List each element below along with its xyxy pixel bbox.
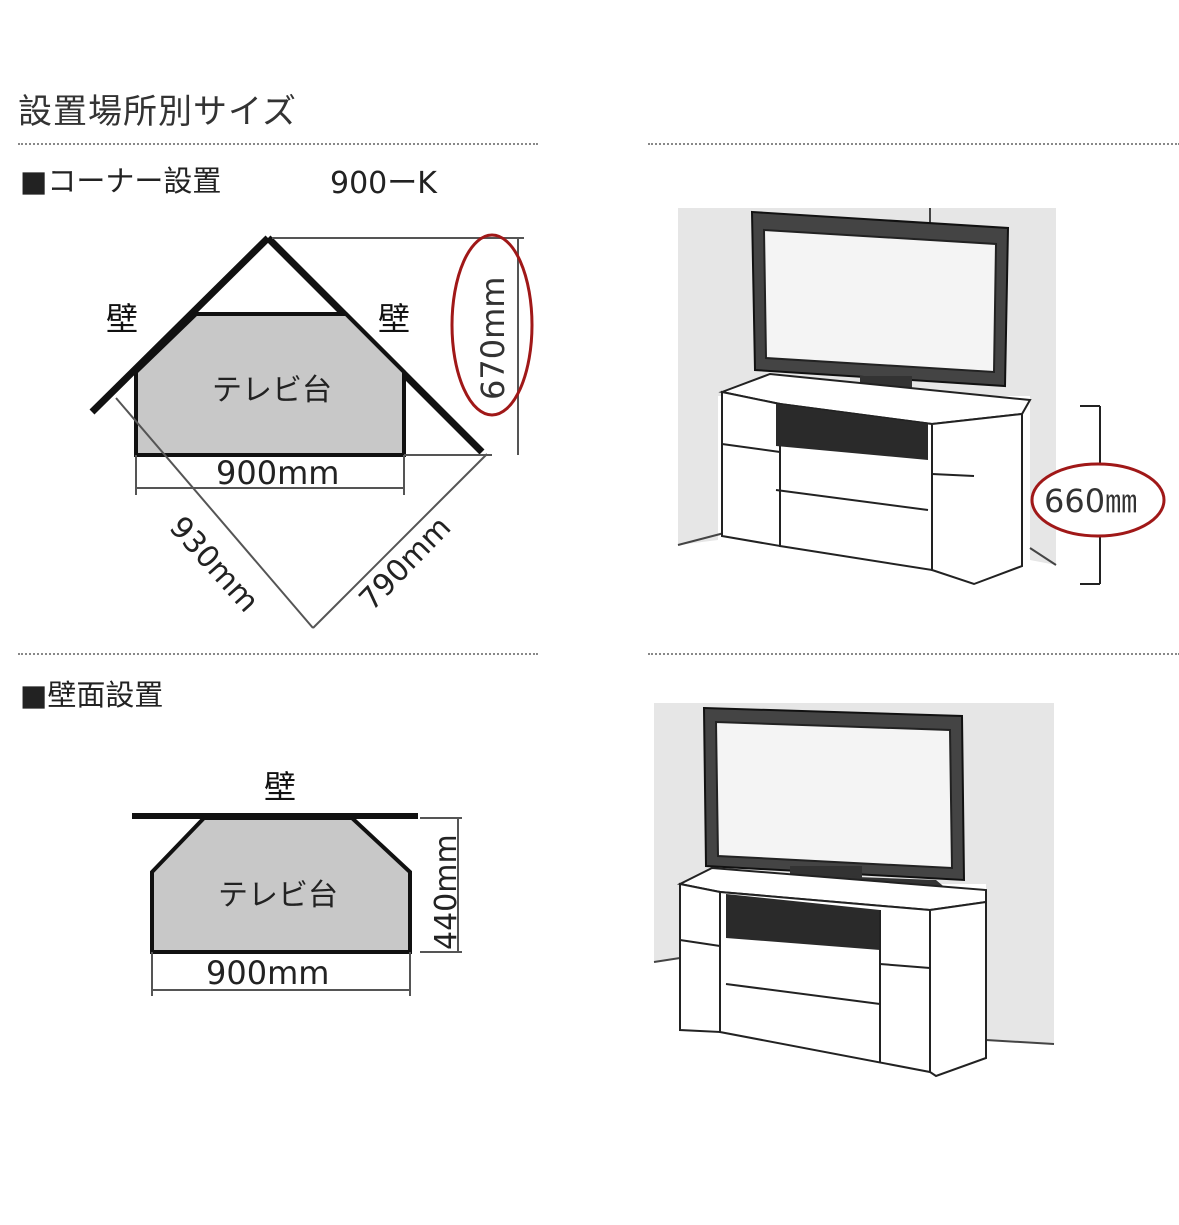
corner-wall-left-label: 壁 [106, 300, 138, 338]
corner-width-label: 900mm [216, 454, 339, 492]
wall-width-label: 900mm [206, 954, 329, 992]
corner-diag-left-line [115, 397, 314, 629]
corner-diag-right-label: 790mm [353, 510, 459, 618]
wall-tv-illustration [653, 703, 1055, 1078]
height-label: 660㎜ [1044, 482, 1137, 520]
corner-wall-left-line [89, 235, 271, 415]
page-title: 設置場所別サイズ [18, 92, 297, 132]
divider-mid-left [18, 653, 538, 655]
corner-depth-label: 670mm [474, 277, 512, 400]
model-number: 900ーK [330, 166, 437, 201]
corner-tv-illustration: 660㎜ [677, 208, 1166, 586]
corner-diag-right-line [312, 453, 488, 629]
wall-depth-label: 440mm [429, 834, 464, 950]
wall-tv-screen [714, 720, 954, 870]
corner-unit-label: テレビ台 [212, 373, 332, 408]
wall-diagram: 壁 テレビ台 900mm 440mm [132, 768, 464, 996]
wall-stand-left [679, 882, 721, 1034]
stand-right-side [931, 412, 1023, 586]
corner-diagram: 壁 壁 テレビ台 900mm 670mm 930mm 790mm [89, 233, 534, 629]
corner-section-label: ■コーナー設置 [20, 164, 222, 198]
stand-left-side [721, 390, 781, 548]
wall-top-label: 壁 [264, 768, 296, 806]
wall-stand-right [929, 900, 987, 1078]
corner-wall-right-label: 壁 [378, 300, 410, 338]
tv-screen [762, 228, 998, 374]
wall-section-label: ■壁面設置 [20, 678, 164, 712]
wall-unit-label: テレビ台 [218, 878, 338, 913]
stand-open-shelf [776, 404, 928, 460]
depth-highlight-ellipse [450, 233, 534, 417]
divider-mid-right [648, 653, 1179, 655]
divider-top-right [648, 143, 1179, 145]
corner-diag-left-label: 930mm [162, 510, 265, 619]
divider-top-left [18, 143, 538, 145]
wall-stand-shelf [726, 894, 880, 950]
height-highlight-ellipse [1030, 462, 1166, 538]
